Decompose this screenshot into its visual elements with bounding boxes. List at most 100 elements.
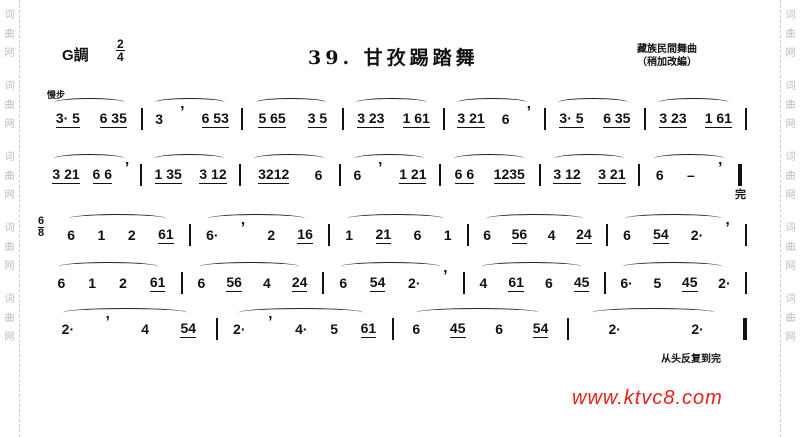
- source-line-1: 藏族民間舞曲: [637, 44, 697, 55]
- watermark-text: 词曲网: [785, 81, 796, 130]
- note-group: 3 12: [199, 166, 227, 184]
- breath-mark: ’: [378, 160, 383, 177]
- meter-numerator: 2: [116, 37, 125, 51]
- barline: [241, 108, 244, 130]
- note-group: 3 23: [357, 110, 385, 128]
- note: 6: [353, 167, 362, 183]
- note-group: 3 21: [598, 166, 626, 184]
- slur: [658, 98, 729, 107]
- note-group: 6 35: [603, 110, 631, 128]
- note-group: 56: [226, 274, 242, 292]
- note-group: 1 35: [154, 166, 182, 184]
- breath-mark: ’: [268, 314, 273, 331]
- note-group: 1 61: [704, 110, 732, 128]
- fine-mark: 完: [735, 189, 746, 201]
- note-group: 54: [532, 320, 549, 338]
- measure: 3’6 53: [143, 104, 242, 130]
- slur: [154, 154, 224, 163]
- note-group: 3 21: [457, 110, 485, 128]
- end-barline: [745, 272, 747, 294]
- note: 1: [345, 227, 354, 243]
- slur: [456, 98, 528, 107]
- slur: [415, 308, 540, 317]
- slur: [58, 262, 158, 271]
- note-group: 3 21: [52, 166, 80, 184]
- note-group: 45: [573, 274, 590, 292]
- watermark-text: 词曲网: [785, 294, 796, 343]
- note: 6: [412, 321, 421, 337]
- note-group: 21: [375, 226, 392, 244]
- slur: [255, 98, 326, 107]
- note-group: 3· 5: [559, 110, 584, 128]
- slur: [254, 154, 324, 163]
- note-group: 3 5: [307, 110, 328, 128]
- slur: [54, 98, 125, 107]
- note: 4: [263, 275, 271, 291]
- measure: 3· 5 6 35: [546, 104, 645, 130]
- slur: [68, 214, 166, 223]
- note-group: 1 21: [399, 166, 427, 184]
- slur: [239, 308, 363, 317]
- note: 4·: [295, 321, 308, 337]
- note-group: 6 53: [201, 110, 229, 128]
- note: 2·: [718, 275, 731, 291]
- breath-mark: ’: [526, 104, 532, 121]
- note-group: 61: [149, 274, 166, 292]
- barline: [339, 164, 342, 186]
- note-group: 1235: [493, 166, 525, 184]
- note: 4: [547, 227, 556, 243]
- slur: [207, 214, 305, 223]
- note-group: 56: [511, 226, 528, 244]
- breath-mark: ’: [725, 220, 730, 237]
- barline: [567, 318, 570, 340]
- barline: [644, 108, 647, 130]
- page-title: 39. 甘孜踢踏舞: [308, 47, 479, 69]
- note: 4: [141, 321, 150, 337]
- barline: [215, 318, 218, 340]
- site-watermark: www.ktvc8.com: [572, 387, 723, 409]
- barline: [463, 272, 465, 294]
- measure: 5 65 3 5: [243, 104, 342, 130]
- note: 6: [314, 167, 323, 183]
- barline: [342, 108, 345, 130]
- barline: [140, 108, 143, 130]
- note-group: 3· 5: [55, 110, 80, 128]
- note: 3: [155, 111, 164, 127]
- breath-mark: ’: [443, 268, 448, 285]
- breath-mark: ’: [124, 160, 130, 177]
- watermark-text: 词曲网: [785, 223, 796, 272]
- slur: [63, 308, 187, 317]
- note: 6: [495, 321, 504, 337]
- breath-mark: ’: [105, 314, 110, 331]
- note: 5: [330, 321, 338, 337]
- watermark-column-left: 词曲网词曲网词曲网词曲网词曲网: [0, 0, 20, 437]
- note: 2: [127, 227, 136, 243]
- watermark-text: 词曲网: [785, 10, 796, 59]
- slur: [356, 98, 427, 107]
- end-barline: [738, 164, 743, 186]
- note: 2·: [61, 321, 75, 337]
- measure: 1 35 3 12: [142, 160, 240, 186]
- slur: [54, 154, 124, 163]
- note-group: 54: [653, 226, 669, 244]
- barline: [538, 164, 541, 186]
- barline: [322, 272, 324, 294]
- slur: [557, 98, 629, 107]
- time-signature: 2 4: [116, 38, 125, 63]
- barline: [391, 318, 394, 340]
- note-group: 5 65: [258, 110, 286, 128]
